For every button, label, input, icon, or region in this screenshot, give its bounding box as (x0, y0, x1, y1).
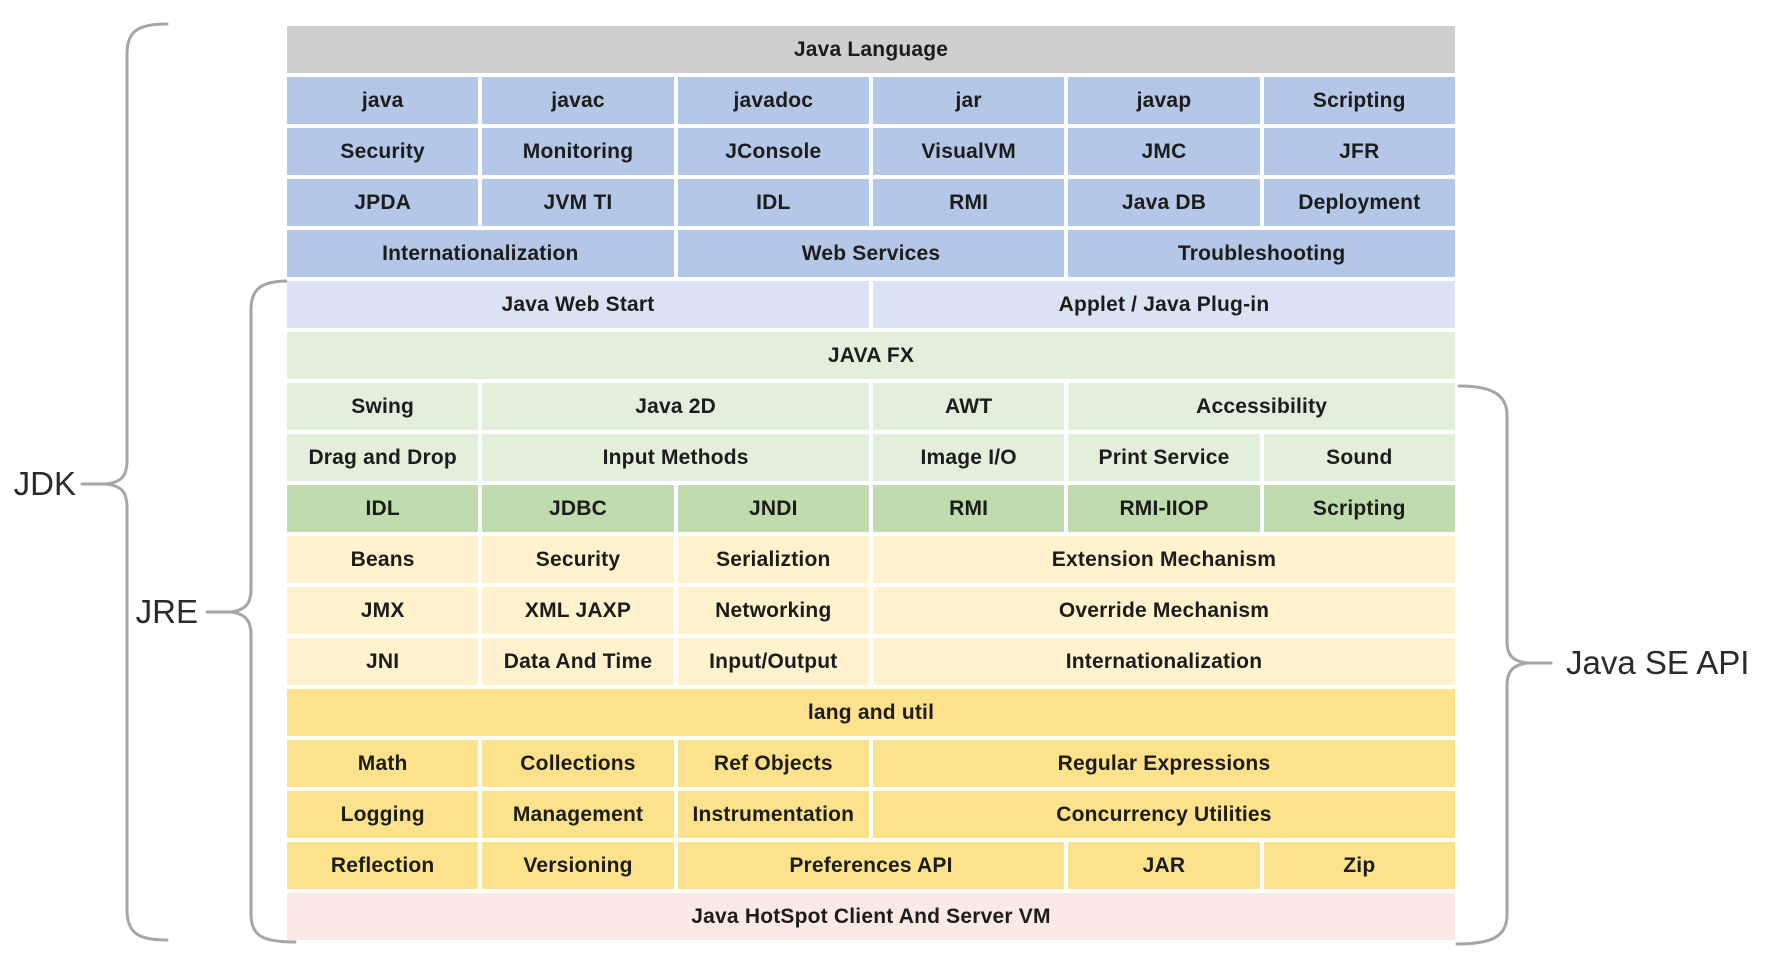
jre-brace (205, 279, 297, 944)
cell-jpda: JPDA (287, 179, 479, 226)
cell-swing: Swing (287, 383, 479, 430)
cell-zip: Zip (1263, 842, 1455, 889)
cell-awt: AWT (872, 383, 1065, 430)
cell-math: Math (287, 740, 479, 787)
cell-jmc: JMC (1068, 128, 1260, 175)
cell-jar: JAR (1068, 842, 1260, 889)
cell-sound: Sound (1263, 434, 1455, 481)
cell-instrumentation: Instrumentation (677, 791, 869, 838)
cell-idl: IDL (287, 485, 479, 532)
cell-jni: JNI (287, 638, 479, 685)
cell-internationalization: Internationalization (872, 638, 1455, 685)
cell-jconsole: JConsole (677, 128, 869, 175)
cell-image-i-o: Image I/O (872, 434, 1065, 481)
cell-ref-objects: Ref Objects (677, 740, 869, 787)
cell-accessibility: Accessibility (1068, 383, 1455, 430)
cell-jdbc: JDBC (482, 485, 674, 532)
cell-beans: Beans (287, 536, 479, 583)
jdk-brace (80, 22, 169, 942)
cell-javadoc: javadoc (677, 77, 869, 124)
cell-troubleshooting: Troubleshooting (1068, 230, 1455, 277)
cell-input-output: Input/Output (677, 638, 869, 685)
cell-jmx: JMX (287, 587, 479, 634)
cell-data-and-time: Data And Time (482, 638, 674, 685)
cell-monitoring: Monitoring (482, 128, 674, 175)
cell-xml-jaxp: XML JAXP (482, 587, 674, 634)
cell-override-mechanism: Override Mechanism (872, 587, 1455, 634)
cell-java: java (287, 77, 479, 124)
cell-jfr: JFR (1263, 128, 1455, 175)
jre-label: JRE (135, 593, 198, 630)
java-se-api-label: Java SE API (1566, 644, 1750, 681)
cell-rmi: RMI (872, 485, 1065, 532)
cell-javac: javac (482, 77, 674, 124)
cell-java-2d: Java 2D (482, 383, 869, 430)
cell-java-web-start: Java Web Start (287, 281, 869, 328)
cell-java-db: Java DB (1068, 179, 1260, 226)
cell-drag-and-drop: Drag and Drop (287, 434, 479, 481)
cell-rmi: RMI (872, 179, 1065, 226)
cell-jvm-ti: JVM TI (482, 179, 674, 226)
cell-security: Security (482, 536, 674, 583)
cell-security: Security (287, 128, 479, 175)
cell-regular-expressions: Regular Expressions (872, 740, 1455, 787)
cell-deployment: Deployment (1263, 179, 1455, 226)
cell-java-fx: JAVA FX (287, 332, 1455, 379)
cell-web-services: Web Services (677, 230, 1065, 277)
jdk-label: JDK (13, 465, 76, 502)
cell-networking: Networking (677, 587, 869, 634)
cell-reflection: Reflection (287, 842, 479, 889)
cell-java-hotspot-client-and-server-vm: Java HotSpot Client And Server VM (287, 893, 1455, 940)
cell-lang-and-util: lang and util (287, 689, 1455, 736)
cell-extension-mechanism: Extension Mechanism (872, 536, 1455, 583)
cell-logging: Logging (287, 791, 479, 838)
cell-concurrency-utilities: Concurrency Utilities (872, 791, 1455, 838)
cell-internationalization: Internationalization (287, 230, 674, 277)
cell-applet-java-plug-in: Applet / Java Plug-in (872, 281, 1455, 328)
cell-print-service: Print Service (1068, 434, 1260, 481)
java-se-api-brace (1455, 384, 1553, 946)
cell-preferences-api: Preferences API (677, 842, 1065, 889)
cell-input-methods: Input Methods (482, 434, 869, 481)
cell-versioning: Versioning (482, 842, 674, 889)
cell-scripting: Scripting (1263, 77, 1455, 124)
cell-visualvm: VisualVM (872, 128, 1065, 175)
cell-javap: javap (1068, 77, 1260, 124)
cell-collections: Collections (482, 740, 674, 787)
cell-serializtion: Serializtion (677, 536, 869, 583)
cell-scripting: Scripting (1263, 485, 1455, 532)
cell-idl: IDL (677, 179, 869, 226)
cell-jndi: JNDI (677, 485, 869, 532)
cell-rmi-iiop: RMI-IIOP (1068, 485, 1260, 532)
cell-jar: jar (872, 77, 1065, 124)
cell-management: Management (482, 791, 674, 838)
cell-java-language: Java Language (287, 26, 1455, 73)
